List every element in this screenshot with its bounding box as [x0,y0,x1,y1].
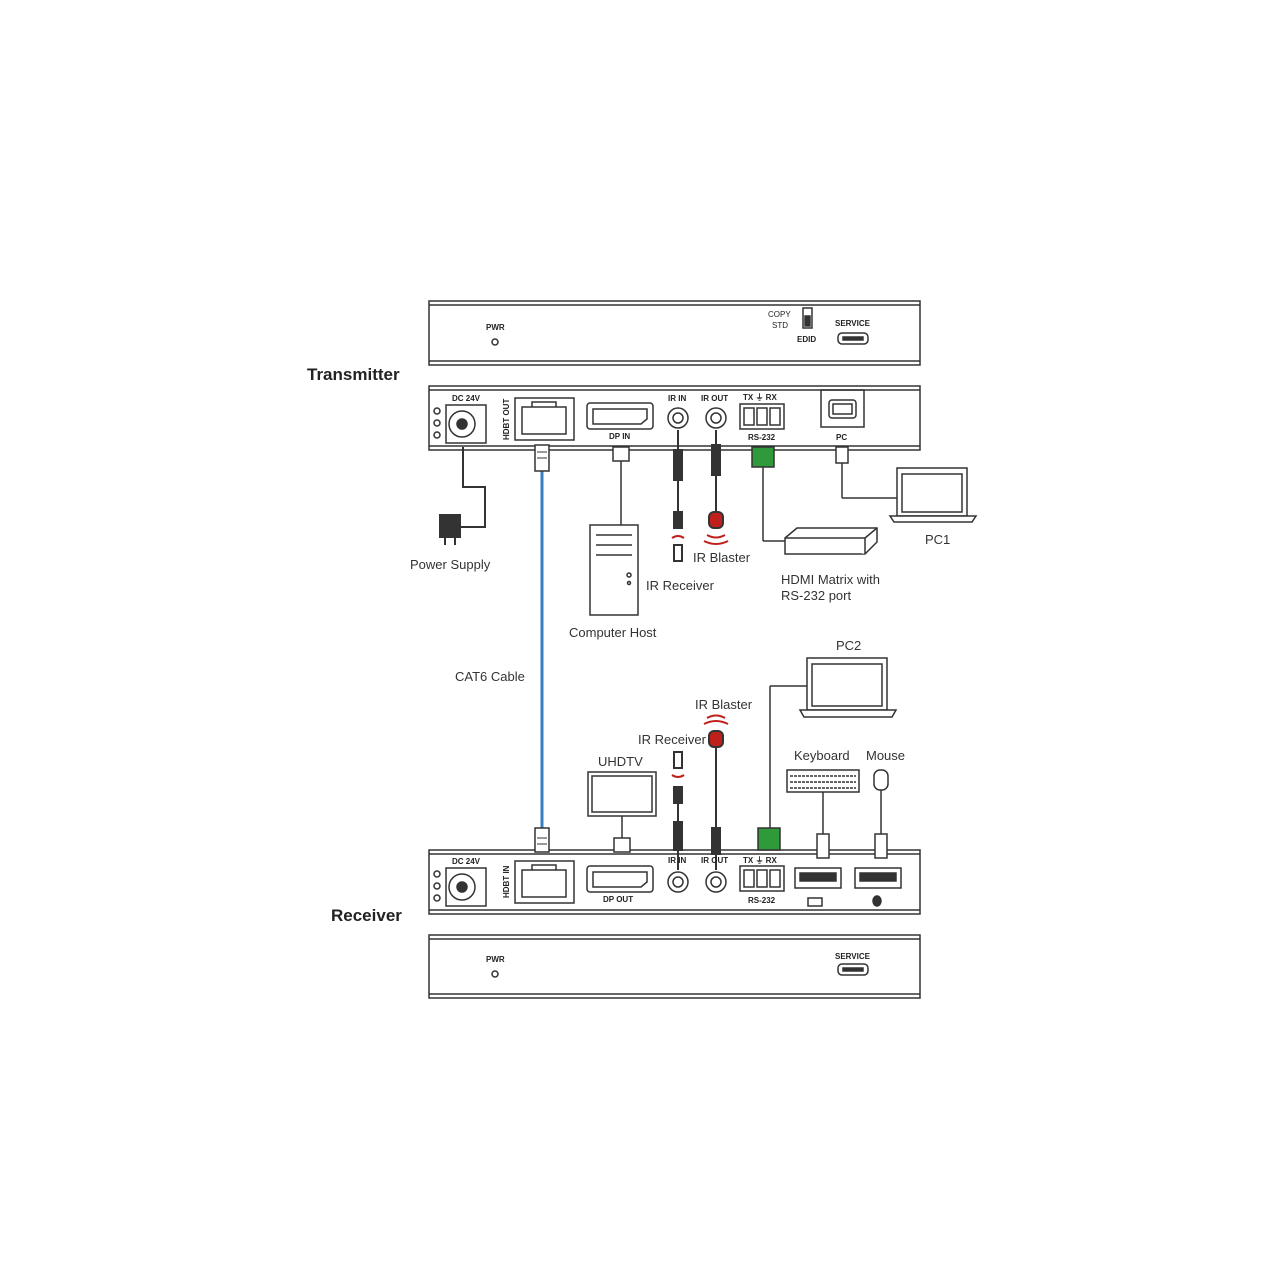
tx-txrx-label: TX ⏚ RX [743,393,777,402]
keyboard-mouse [786,769,889,859]
service-port-rx [837,963,869,976]
computer-host-label: Computer Host [569,625,657,640]
rx-dc-label: DC 24V [452,857,481,866]
pwr-led-tx [491,338,499,346]
tx-rs232-label: RS-232 [748,433,776,442]
pc1-label: PC1 [925,532,951,547]
receiver-front-panel [428,934,921,999]
pwr-led-rx [491,970,499,978]
mouse-label: Mouse [866,748,906,763]
tx-pc-label: PC [836,433,848,442]
ir-receiver-top [671,430,685,562]
hdbt-in-port [514,860,575,904]
rx-rs232-label: RS-232 [748,896,776,905]
tx-pwr-label: PWR [486,323,505,332]
ir-in-jack-tx [667,407,689,429]
ir-blaster-bottom [703,714,729,870]
ir-receiver-bottom-label: IR Receiver [638,732,706,747]
cat6-label: CAT6 Cable [455,669,525,684]
tx-edid-label: EDID [797,335,817,344]
power-supply-label: Power Supply [410,557,491,572]
dc-port-tx [445,404,487,444]
hdbt-out-port [514,397,575,441]
power-supply [439,447,486,545]
pc2-connection [757,657,898,851]
rs232-port-tx [739,403,785,430]
uhdtv-label: UHDTV [598,754,643,769]
transmitter-front-panel [428,300,921,366]
usb-a-port-1 [794,867,842,889]
rx-pwr-label: PWR [486,955,505,964]
dp-in-port [586,402,654,430]
rx-irout-label: IR OUT [701,856,729,865]
transmitter-label: Transmitter [307,365,400,384]
usb-a-port-2 [854,867,902,889]
rx-dp-label: DP OUT [603,895,634,904]
tx-irin-label: IR IN [668,394,687,403]
rx-txrx-label: TX ⏚ RX [743,856,777,865]
ir-blaster-top [703,430,729,545]
ir-out-jack-tx [705,407,727,429]
ir-receiver-top-label: IR Receiver [646,578,714,593]
ir-in-jack-rx [667,871,689,893]
rx-hdbt-label: HDBT IN [502,865,511,898]
usb-b-port [820,389,865,428]
tx-hdbt-label: HDBT OUT [502,398,511,440]
cat6-cable [534,444,550,853]
rx-service-label: SERVICE [835,952,870,961]
computer-host [589,446,639,616]
tx-irout-label: IR OUT [701,394,729,403]
receiver-label: Receiver [331,906,402,925]
hdmi-matrix-label-2: RS-232 port [781,588,852,603]
tx-dp-label: DP IN [609,432,631,441]
dc-port-rx [445,867,487,907]
keyboard-label: Keyboard [794,748,850,763]
service-port-tx [837,332,869,345]
rs232-port-rx [739,865,785,892]
edid-switch [802,307,813,329]
pc2-laptop [806,657,888,711]
receiver-rear-panel [428,849,921,915]
tx-copy-label: COPY [768,310,791,319]
tx-dc-label: DC 24V [452,394,481,403]
pc2-label: PC2 [836,638,862,653]
hdmi-matrix [784,527,878,555]
uhdtv [587,771,657,853]
dp-out-port [586,865,654,893]
ir-out-jack-rx [705,871,727,893]
mouse [873,769,889,791]
hdmi-matrix-label-1: HDMI Matrix with [781,572,880,587]
rx-irin-label: IR IN [668,856,687,865]
pc1-laptop [896,467,968,517]
tx-std-label: STD [772,321,788,330]
ir-blaster-bottom-label: IR Blaster [695,697,753,712]
rs232-cable-tx [751,446,790,542]
ir-receiver-bottom [671,751,685,870]
tx-service-label: SERVICE [835,319,870,328]
pc1-connection [835,446,978,523]
ir-blaster-top-label: IR Blaster [693,550,751,565]
